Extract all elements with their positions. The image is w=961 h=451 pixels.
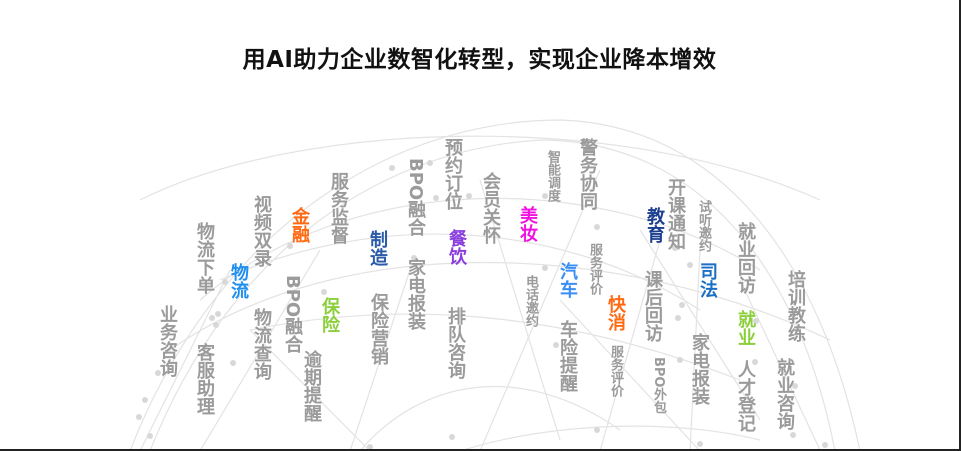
service-after-class-visit: 课后回访	[642, 270, 663, 342]
category-catering: 餐饮	[446, 229, 467, 265]
service-overdue-remind: 逾期提醒	[301, 350, 322, 422]
service-appliance-install-2: 家电报装	[689, 333, 710, 405]
service-insurance-marketing: 保险营销	[368, 293, 389, 365]
service-eval-2: 服务评价	[608, 345, 623, 397]
service-police-collab: 警务协同	[577, 138, 598, 210]
service-member-care: 会员关怀	[480, 172, 501, 244]
service-eval-1: 服务评价	[587, 243, 602, 295]
category-auto: 汽车	[557, 262, 578, 298]
service-class-notice: 开课通知	[665, 178, 686, 250]
category-beauty: 美妆	[517, 206, 538, 242]
service-bpo-fusion-2: BPO融合	[405, 158, 426, 237]
service-supervise: 服务监督	[328, 172, 349, 244]
service-queue-consult: 排队咨询	[445, 307, 466, 379]
service-video-record: 视频双录	[251, 195, 272, 267]
category-logistics: 物流	[228, 263, 249, 299]
service-car-insurance-remind: 车险提醒	[557, 320, 578, 392]
service-smart-dispatch: 智能调度	[545, 150, 560, 202]
service-talent-register: 人才登记	[735, 360, 756, 432]
service-phone-invite: 电话邀约	[523, 275, 538, 327]
service-logistics-query: 物流查询	[251, 308, 272, 380]
service-bpo-outsource: BPO外包	[651, 357, 666, 414]
category-finance: 金融	[289, 207, 310, 243]
category-manufacturing: 制造	[367, 230, 388, 266]
service-business-consult: 业务咨询	[157, 305, 178, 377]
service-employment-consult: 就业咨询	[774, 358, 795, 430]
service-employment-visit: 就业回访	[735, 222, 756, 294]
service-trial-invite: 试听邀约	[696, 200, 711, 252]
category-education: 教育	[644, 207, 665, 243]
service-bpo-fusion-1: BPO融合	[282, 275, 303, 354]
category-insurance: 保险	[319, 297, 340, 333]
service-training-coach: 培训教练	[785, 270, 806, 342]
service-cs-assistant: 客服助理	[194, 343, 215, 415]
category-justice: 司法	[697, 262, 718, 298]
category-employment: 就业	[735, 310, 756, 346]
service-logistics-order: 物流下单	[194, 222, 215, 294]
service-appliance-install-1: 家电报装	[405, 258, 426, 330]
service-reservation: 预约订位	[442, 138, 463, 210]
page-title: 用AI助力企业数智化转型，实现企业降本增效	[242, 47, 717, 73]
category-fmcg: 快消	[605, 295, 626, 331]
